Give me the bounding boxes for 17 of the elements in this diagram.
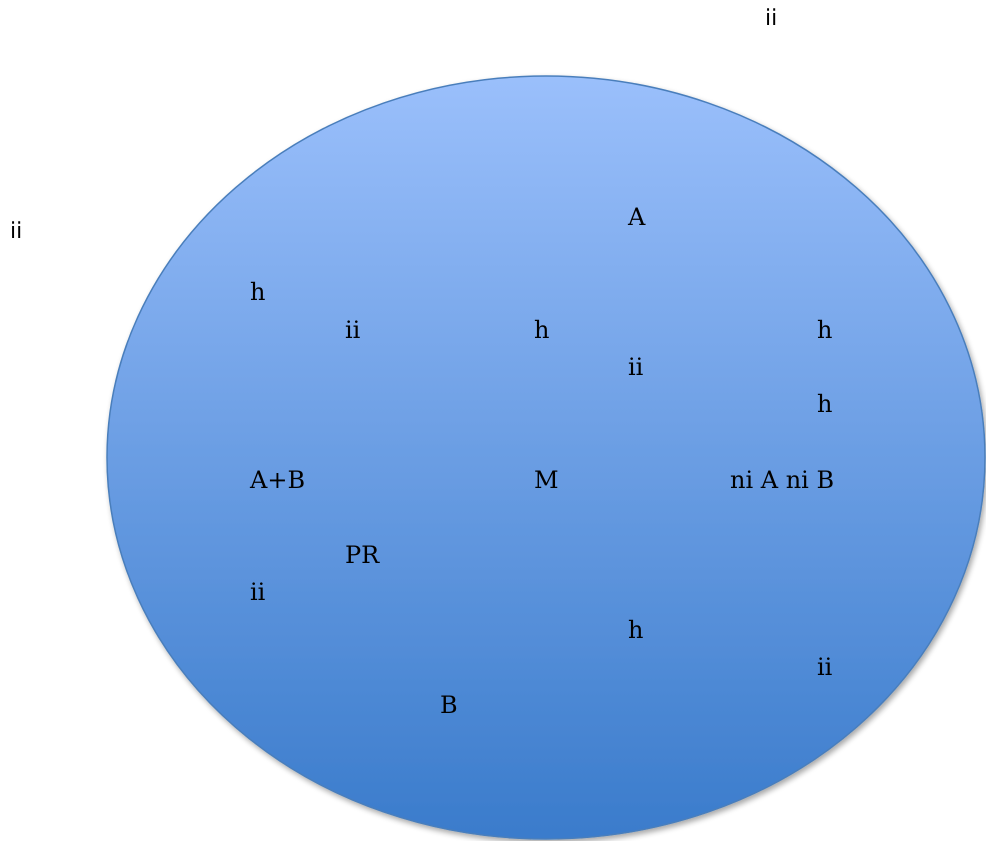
text-label: ii — [10, 219, 22, 245]
region-label: PR — [345, 541, 380, 569]
region-label: h — [250, 278, 266, 306]
region-label: ii — [250, 578, 266, 606]
region-label: ii — [817, 653, 832, 681]
region-label: h — [628, 616, 644, 644]
region-label: A — [628, 203, 646, 231]
region-label: ii — [345, 316, 360, 344]
region-label: A+B — [250, 466, 306, 494]
region-label: h — [817, 390, 832, 418]
region-label: ni A ni B — [730, 466, 834, 494]
region-label: B — [440, 691, 458, 719]
region-label: M — [534, 466, 559, 494]
text-label: ii — [765, 6, 778, 32]
region-label: h — [817, 316, 832, 344]
region-label: h — [534, 316, 550, 344]
region-label: ii — [628, 353, 644, 381]
